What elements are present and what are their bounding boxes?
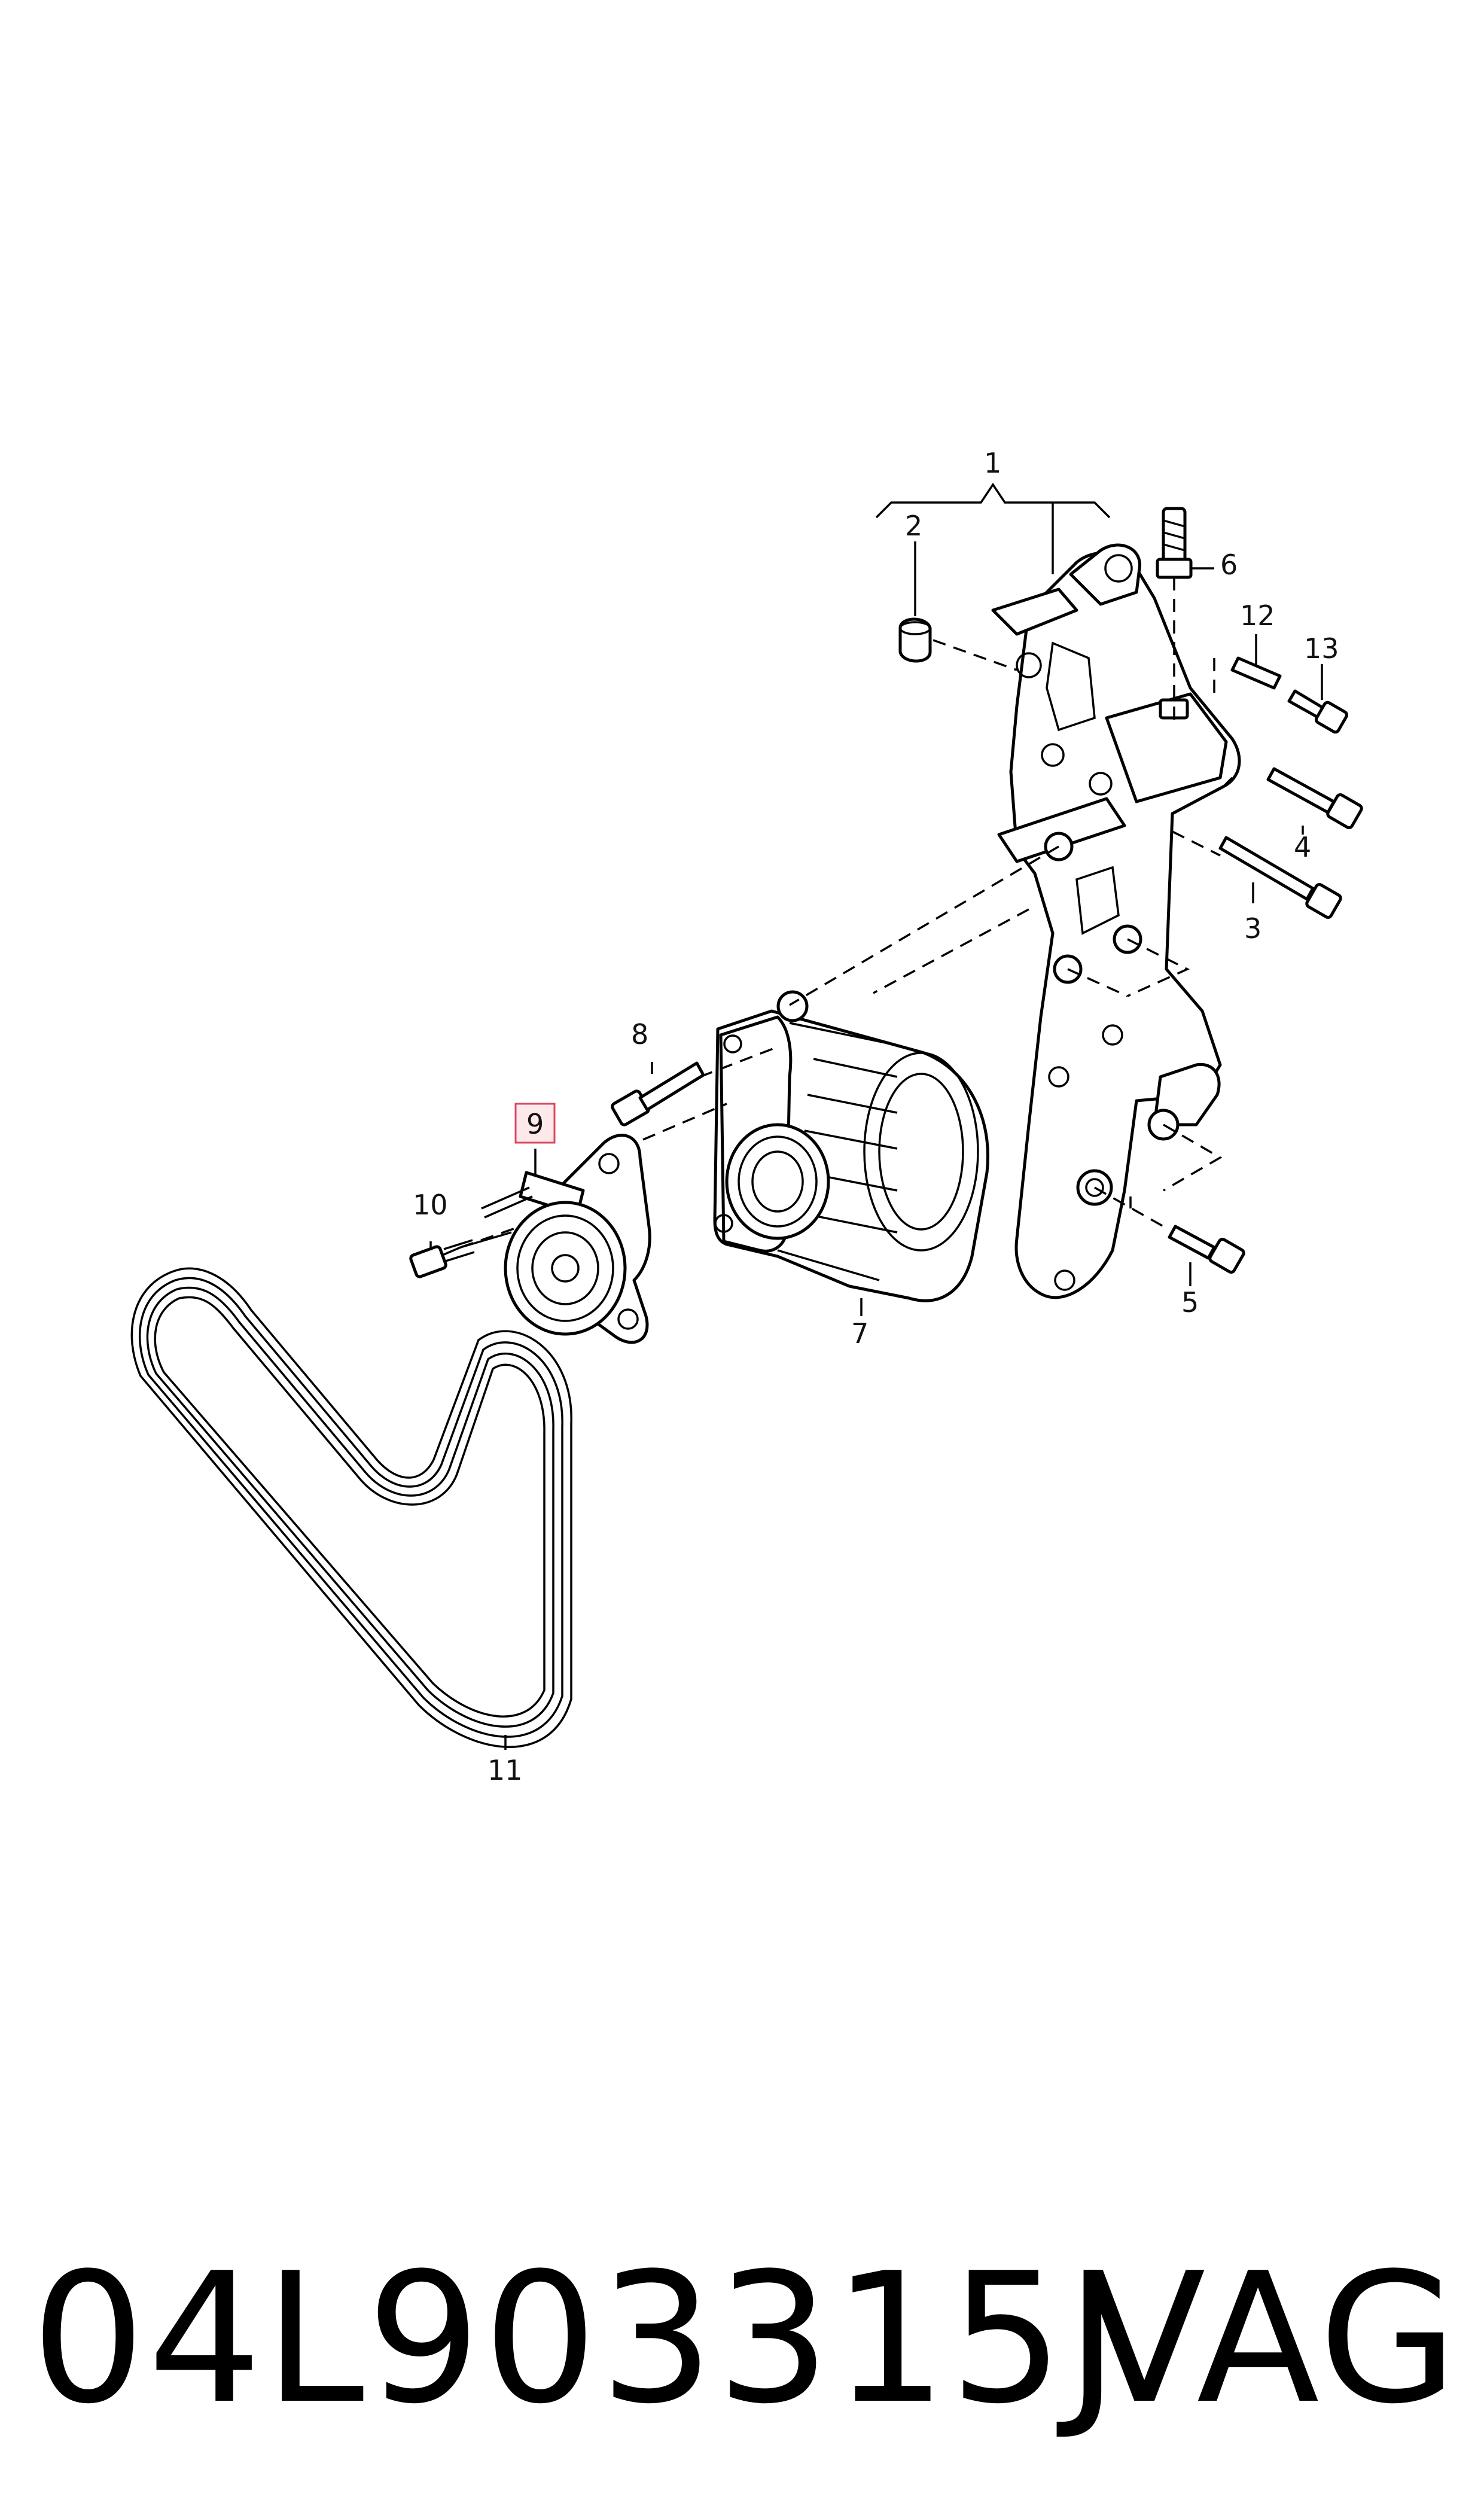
belt-tensioner — [481, 1134, 651, 1344]
assembly-lines — [460, 577, 1233, 1249]
bolt-10 — [409, 1231, 512, 1278]
callout-9: 9 — [526, 1108, 544, 1140]
bolt-8 — [611, 1061, 705, 1126]
callout-10: 10 — [413, 1189, 448, 1221]
bolt-13 — [1287, 689, 1348, 734]
sleeve-2 — [898, 617, 932, 663]
brand-label: VAG — [1083, 2234, 1460, 2443]
bolt-6 — [1156, 507, 1193, 579]
bracket-housing — [991, 543, 1241, 1299]
callout-7: 7 — [851, 1317, 869, 1350]
callout-3: 3 — [1244, 912, 1261, 945]
callout-4: 4 — [1294, 831, 1311, 863]
callout-11: 11 — [487, 1754, 523, 1786]
leader-lines — [429, 482, 1323, 1750]
callout-12: 12 — [1240, 599, 1275, 632]
callout-5: 5 — [1181, 1286, 1199, 1319]
callout-6: 6 — [1220, 549, 1238, 581]
stud-12 — [1230, 656, 1282, 690]
alternator — [713, 990, 989, 1302]
callout-9-highlight — [514, 1103, 556, 1144]
drive-belt — [130, 1267, 572, 1748]
footer: 04L903315J VAG — [0, 2213, 1484, 2465]
callout-1: 1 — [984, 447, 1001, 479]
part-number: 04L903315J — [31, 2234, 1122, 2443]
bolt-4 — [1266, 767, 1363, 829]
callout-13: 13 — [1304, 632, 1339, 665]
callout-8: 8 — [631, 1018, 648, 1051]
exploded-parts-diagram: 1 2 3 4 5 6 7 8 9 10 11 12 13 — [130, 447, 1363, 1786]
bolt-5 — [1168, 1225, 1245, 1274]
bolt-3 — [1218, 836, 1342, 919]
callout-2: 2 — [905, 510, 922, 542]
